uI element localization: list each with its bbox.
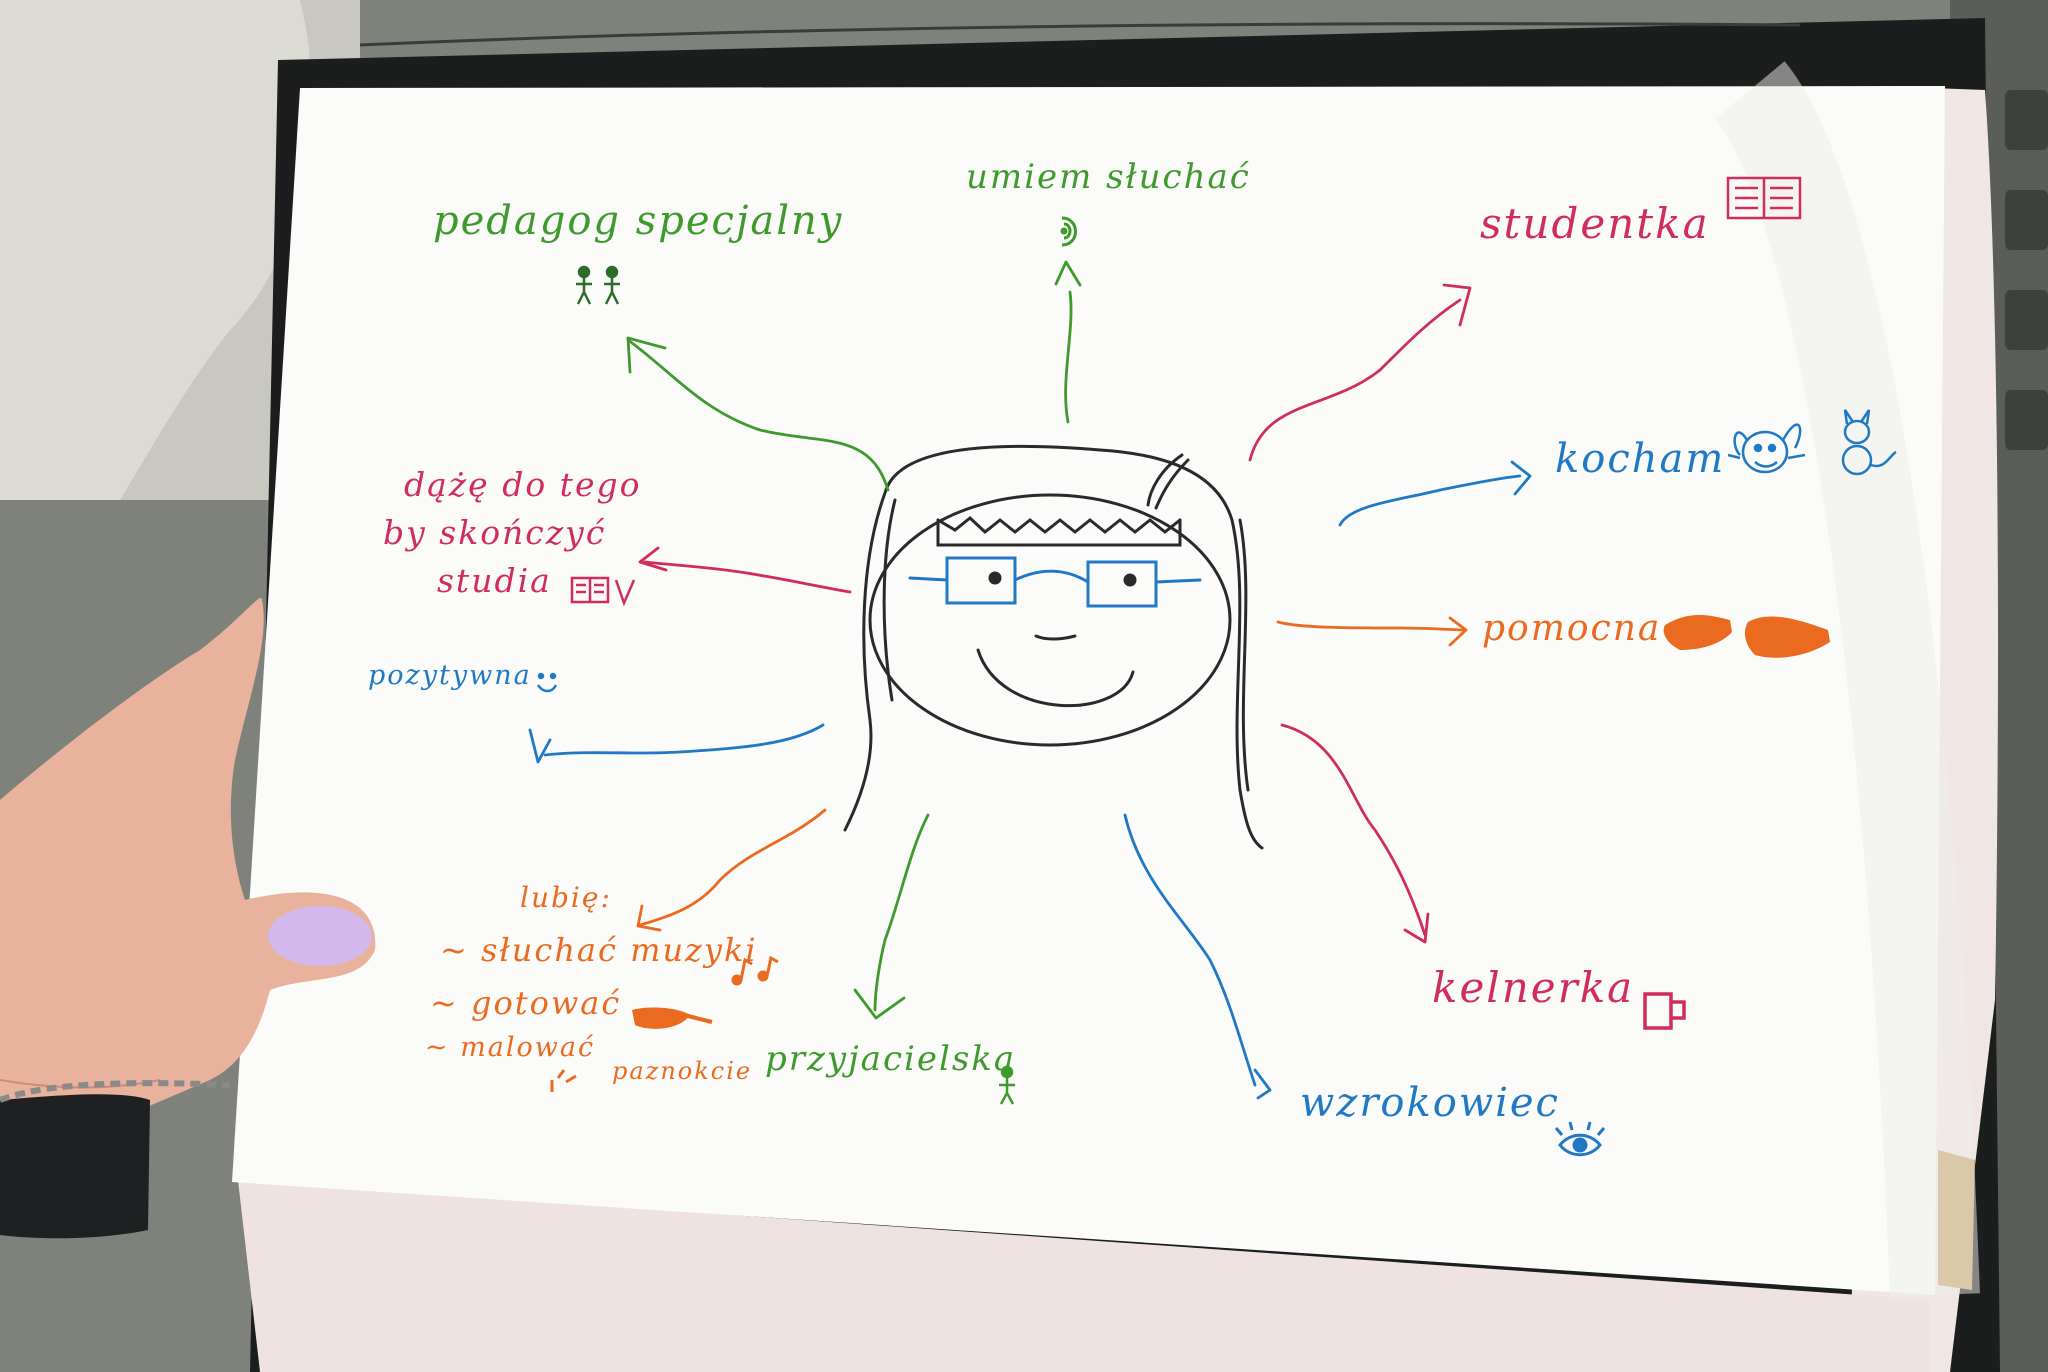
book-and-v-icon	[570, 576, 636, 607]
mug-icon	[1643, 992, 1686, 1030]
label-pedagog-specjalny: pedagog specjalny	[433, 198, 844, 244]
label-dazenie-line-2: by skończyć	[383, 513, 607, 552]
hand	[0, 598, 376, 1239]
branch-arrow-pomocna	[1276, 620, 1467, 632]
label-studentka: studentka	[1480, 199, 1710, 248]
open-book-icon	[1726, 176, 1802, 220]
dog-and-cat-icon	[1727, 409, 1897, 476]
ear-icon	[1060, 216, 1077, 247]
girl-with-glasses-drawing	[843, 444, 1264, 850]
label-lubie-extra: paznokcie	[612, 1057, 753, 1085]
label-lubie-item-1: ~ słuchać muzyki	[440, 931, 758, 969]
label-lubie-item-3: ~ malować	[425, 1032, 596, 1063]
label-przyjacielska: przyjacielska	[765, 1039, 1017, 1079]
branch-arrow-pozytywna	[543, 723, 825, 757]
label-kelnerka: kelnerka	[1432, 963, 1635, 1012]
frying-pan-icon	[632, 1007, 713, 1029]
stick-figures-icon	[576, 265, 620, 305]
branch-arrow-umiem	[1064, 290, 1073, 424]
label-lubie-title: lubię:	[520, 881, 612, 914]
label-pozytywna: pozytywna	[368, 660, 532, 691]
plaster-sculpture	[0, 0, 312, 500]
smile-icon	[536, 672, 558, 693]
label-wzrokowiec: wzrokowiec	[1300, 1080, 1560, 1126]
label-dazenie-line-1: dążę do tego	[404, 465, 642, 504]
branch-arrow-przyjacielska	[873, 813, 930, 1012]
label-kocham: kocham	[1555, 436, 1726, 482]
eye-icon	[1554, 1121, 1606, 1157]
label-lubie-item-2: ~ gotować	[430, 984, 622, 1022]
label-pomocna: pomocna	[1482, 608, 1662, 649]
branch-arrow-studentka	[1248, 298, 1462, 462]
paper-sheet	[232, 86, 1945, 1295]
helping-hands-icon	[1663, 615, 1830, 658]
label-dazenie-line-3: studia	[437, 561, 552, 600]
branch-arrow-kelnerka	[1280, 723, 1427, 937]
lilac-fingernail	[268, 906, 372, 966]
branch-arrow-lubie	[638, 808, 827, 927]
branch-arrow-kocham	[1338, 474, 1522, 527]
smartwatch-band	[0, 1094, 150, 1239]
label-umiem-sluchac: umiem słuchać	[966, 157, 1251, 197]
nail-polish-icon	[550, 1069, 577, 1092]
stick-figure-icon	[999, 1065, 1015, 1105]
music-notes-icon	[731, 955, 779, 986]
chain-bracelet	[0, 1080, 231, 1103]
branch-arrow-wzrokowiec	[1123, 813, 1257, 1087]
branch-arrow-pedagog	[626, 338, 890, 492]
branch-arrow-dazenie	[643, 560, 852, 594]
